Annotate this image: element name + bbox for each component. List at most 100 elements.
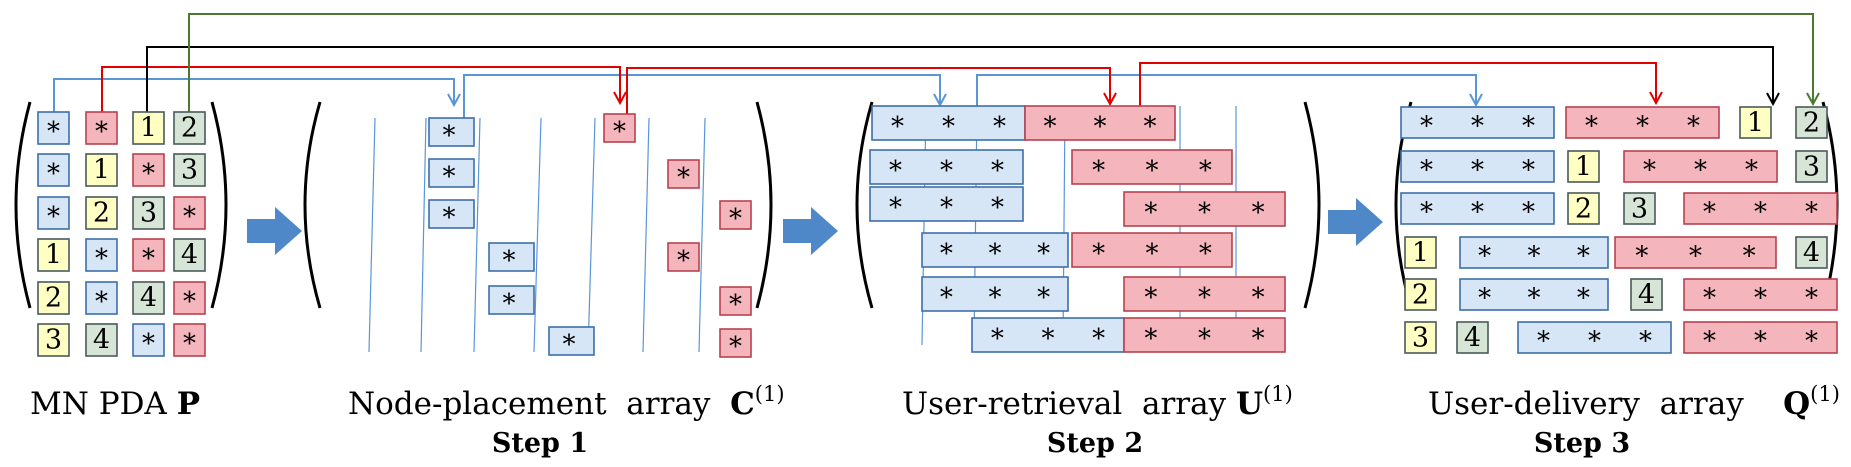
label-q-text: User-delivery array	[1428, 386, 1783, 422]
q-bar-star: *	[1577, 242, 1590, 272]
p-cell-star: *	[142, 329, 155, 359]
u-bar-star: *	[1092, 156, 1105, 186]
q-cell	[1404, 321, 1437, 354]
p-cell	[85, 238, 118, 272]
q-bar-star: *	[1703, 327, 1716, 357]
q-cell	[1739, 106, 1772, 139]
connector-red-arrowhead	[1103, 92, 1117, 107]
c-cell-star: *	[677, 246, 690, 276]
q-cell	[1404, 236, 1437, 269]
u-bar-star: *	[889, 156, 902, 186]
u-bar-star: *	[1146, 156, 1159, 186]
q-bar-star: *	[1471, 112, 1484, 142]
step-arrow-1	[247, 207, 302, 255]
c-cell	[488, 242, 535, 272]
c-cell	[719, 328, 752, 358]
q-bar	[1459, 278, 1609, 311]
q-cell-number: 1	[1747, 108, 1764, 139]
c-cell	[719, 286, 752, 316]
q-cell-number: 4	[1803, 238, 1820, 269]
q-bar-star: *	[1743, 242, 1756, 272]
q-bar	[1565, 106, 1720, 139]
p-cell-star: *	[47, 202, 60, 232]
c-cell-star: *	[613, 117, 626, 147]
p-cell-number: 2	[45, 283, 62, 314]
u-bar-star: *	[1144, 324, 1157, 354]
step-arrows	[247, 198, 1383, 255]
p-cell-number: 4	[181, 240, 198, 271]
p-cell	[173, 196, 206, 230]
label-q-sup: (1)	[1810, 382, 1840, 406]
u-bar	[971, 317, 1125, 353]
bracket-c-right	[755, 101, 773, 309]
bracket-u-left	[855, 101, 874, 309]
u-bar-star: *	[1042, 324, 1055, 354]
p-cell	[37, 153, 70, 187]
connector-red	[1139, 62, 1657, 106]
step-arrow-2	[783, 207, 838, 255]
c-cell-star: *	[729, 290, 742, 320]
c-cell	[603, 113, 636, 143]
u-bar-star: *	[1092, 239, 1105, 269]
p-cell-number: 3	[45, 325, 62, 356]
p-cell	[132, 323, 165, 357]
p-cell-number: 4	[93, 325, 110, 356]
q-bar	[1459, 236, 1609, 269]
label-c-sup: (1)	[755, 382, 785, 406]
u-bar-star: *	[993, 112, 1006, 142]
q-bar-star: *	[1588, 327, 1601, 357]
captions: MN PDA P Node-placement array C(1) Step …	[30, 382, 1840, 459]
label-p-text: MN PDA	[30, 386, 177, 422]
bracket-u-right	[1303, 101, 1321, 309]
p-cell-number: 1	[140, 113, 157, 144]
c-cell	[667, 242, 700, 272]
q-cell	[1404, 278, 1437, 311]
bracket-p-left	[14, 101, 32, 309]
u-bar-star: *	[989, 283, 1002, 313]
p-cell	[85, 323, 118, 357]
c-cell-star: *	[443, 203, 456, 233]
q-cell-number: 4	[1638, 280, 1655, 311]
p-cell-star: *	[142, 159, 155, 189]
p-cell-number: 2	[181, 113, 198, 144]
u-bar-star: *	[991, 156, 1004, 186]
connector-black-arrowhead	[1766, 92, 1780, 107]
q-cell-number: 1	[1575, 152, 1592, 183]
q-cell-number: 3	[1803, 152, 1820, 183]
p-cell	[132, 153, 165, 187]
c-cell-star: *	[503, 246, 516, 276]
q-bar-star: *	[1805, 284, 1818, 314]
q-bar-star: *	[1585, 112, 1598, 142]
c-cell	[428, 158, 475, 188]
u-bar	[1024, 105, 1176, 141]
connector-blue	[976, 74, 1477, 106]
q-bar	[1400, 150, 1555, 183]
q-bar-star: *	[1636, 112, 1649, 142]
u-bar-star: *	[889, 193, 902, 223]
q-cell	[1795, 106, 1828, 139]
u-bar	[869, 149, 1024, 185]
c-guide-lines	[368, 117, 706, 353]
connector-blue	[463, 74, 941, 118]
q-bar-star: *	[1471, 198, 1484, 228]
u-bar-star: *	[940, 239, 953, 269]
p-cell	[85, 153, 118, 187]
connector-green	[188, 13, 1814, 112]
q-bar-star: *	[1478, 242, 1491, 272]
label-u-symbol: U	[1236, 386, 1263, 422]
q-bar-star: *	[1689, 242, 1702, 272]
u-bar	[921, 276, 1069, 312]
q-cell-number: 2	[1575, 194, 1592, 225]
u-bar	[921, 232, 1069, 268]
q-bar-star: *	[1754, 284, 1767, 314]
u-bar-star: *	[1144, 198, 1157, 228]
c-cell	[428, 117, 475, 147]
q-cell	[1795, 150, 1828, 183]
p-cell-number: 1	[45, 240, 62, 271]
q-bar-star: *	[1643, 156, 1656, 186]
label-c-text: Node-placement array	[348, 386, 730, 422]
q-bar	[1400, 106, 1555, 139]
connector-red	[626, 67, 1111, 114]
connector-red-arrowhead	[1649, 91, 1663, 106]
